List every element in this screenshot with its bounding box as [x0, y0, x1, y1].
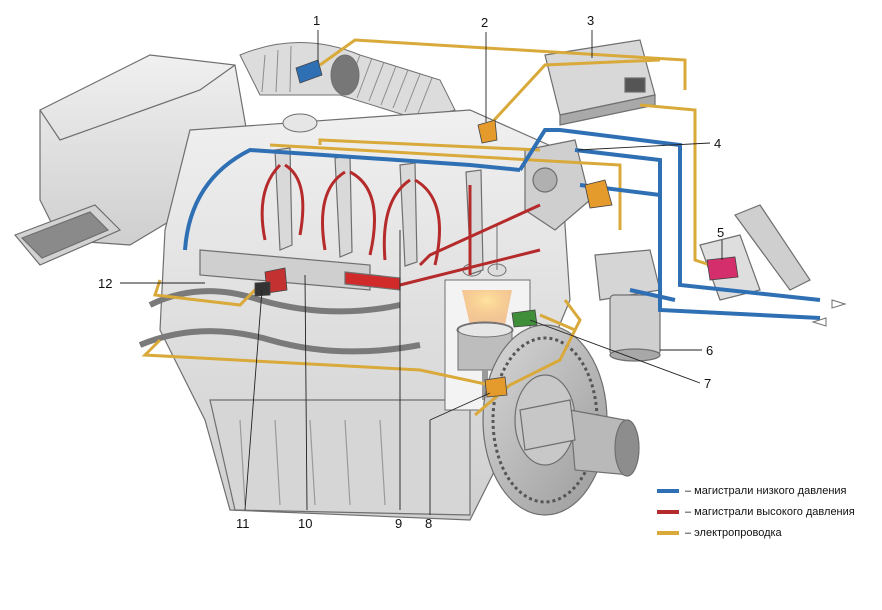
- fuel-filter: [594, 249, 661, 362]
- intake-hose: [239, 42, 456, 121]
- legend-swatch-low-pressure: [657, 488, 679, 493]
- callout-4: 4: [714, 136, 721, 151]
- wiring-lines: [141, 38, 711, 417]
- pressure-regulator-valve: [584, 179, 613, 209]
- legend-label-high-pressure: – магистрали высокого давления: [685, 505, 855, 518]
- callout-labels: 1 2 3 4 5 6 7 8 9 10 11 12: [98, 13, 724, 531]
- ecu-unit: [544, 39, 656, 126]
- callout-8: 8: [425, 516, 432, 531]
- rail-sensor-plug: [254, 281, 271, 297]
- leader-lines: [120, 30, 723, 515]
- injectors: [274, 147, 484, 275]
- legend-item-high-pressure: – магистрали высокого давления: [657, 501, 855, 522]
- legend-label-low-pressure: – магистрали низкого давления: [685, 484, 847, 497]
- callout-1: 1: [313, 13, 320, 28]
- callout-12: 12: [98, 276, 112, 291]
- callout-9: 9: [395, 516, 402, 531]
- crankshaft-sensor: [484, 376, 508, 398]
- camshaft-sensor: [477, 119, 498, 144]
- callout-5: 5: [717, 225, 724, 240]
- fuel-tank-arrows: [811, 299, 847, 327]
- starter-motor: [519, 399, 640, 477]
- component-markers: [254, 59, 739, 398]
- callout-3: 3: [587, 13, 594, 28]
- legend-swatch-high-pressure: [657, 509, 679, 514]
- callout-7: 7: [704, 376, 711, 391]
- callout-10: 10: [298, 516, 312, 531]
- callout-2: 2: [481, 15, 488, 30]
- oil-filler-cap: [282, 113, 318, 133]
- pedal-position-sensor: [706, 256, 739, 281]
- mass-air-flow-sensor: [295, 59, 323, 84]
- legend-label-wiring: – электропроводка: [685, 526, 782, 539]
- high-pressure-lines: [260, 163, 541, 287]
- legend-item-wiring: – электропроводка: [657, 522, 855, 543]
- coolant-temp-sensor: [511, 309, 538, 328]
- callout-6: 6: [706, 343, 713, 358]
- legend-swatch-wiring: [657, 530, 679, 535]
- legend-item-low-pressure: – магистрали низкого давления: [657, 480, 855, 501]
- accelerator-pedal: [699, 204, 811, 301]
- callout-11: 11: [236, 516, 250, 531]
- legend: – магистрали низкого давления – магистра…: [657, 480, 855, 543]
